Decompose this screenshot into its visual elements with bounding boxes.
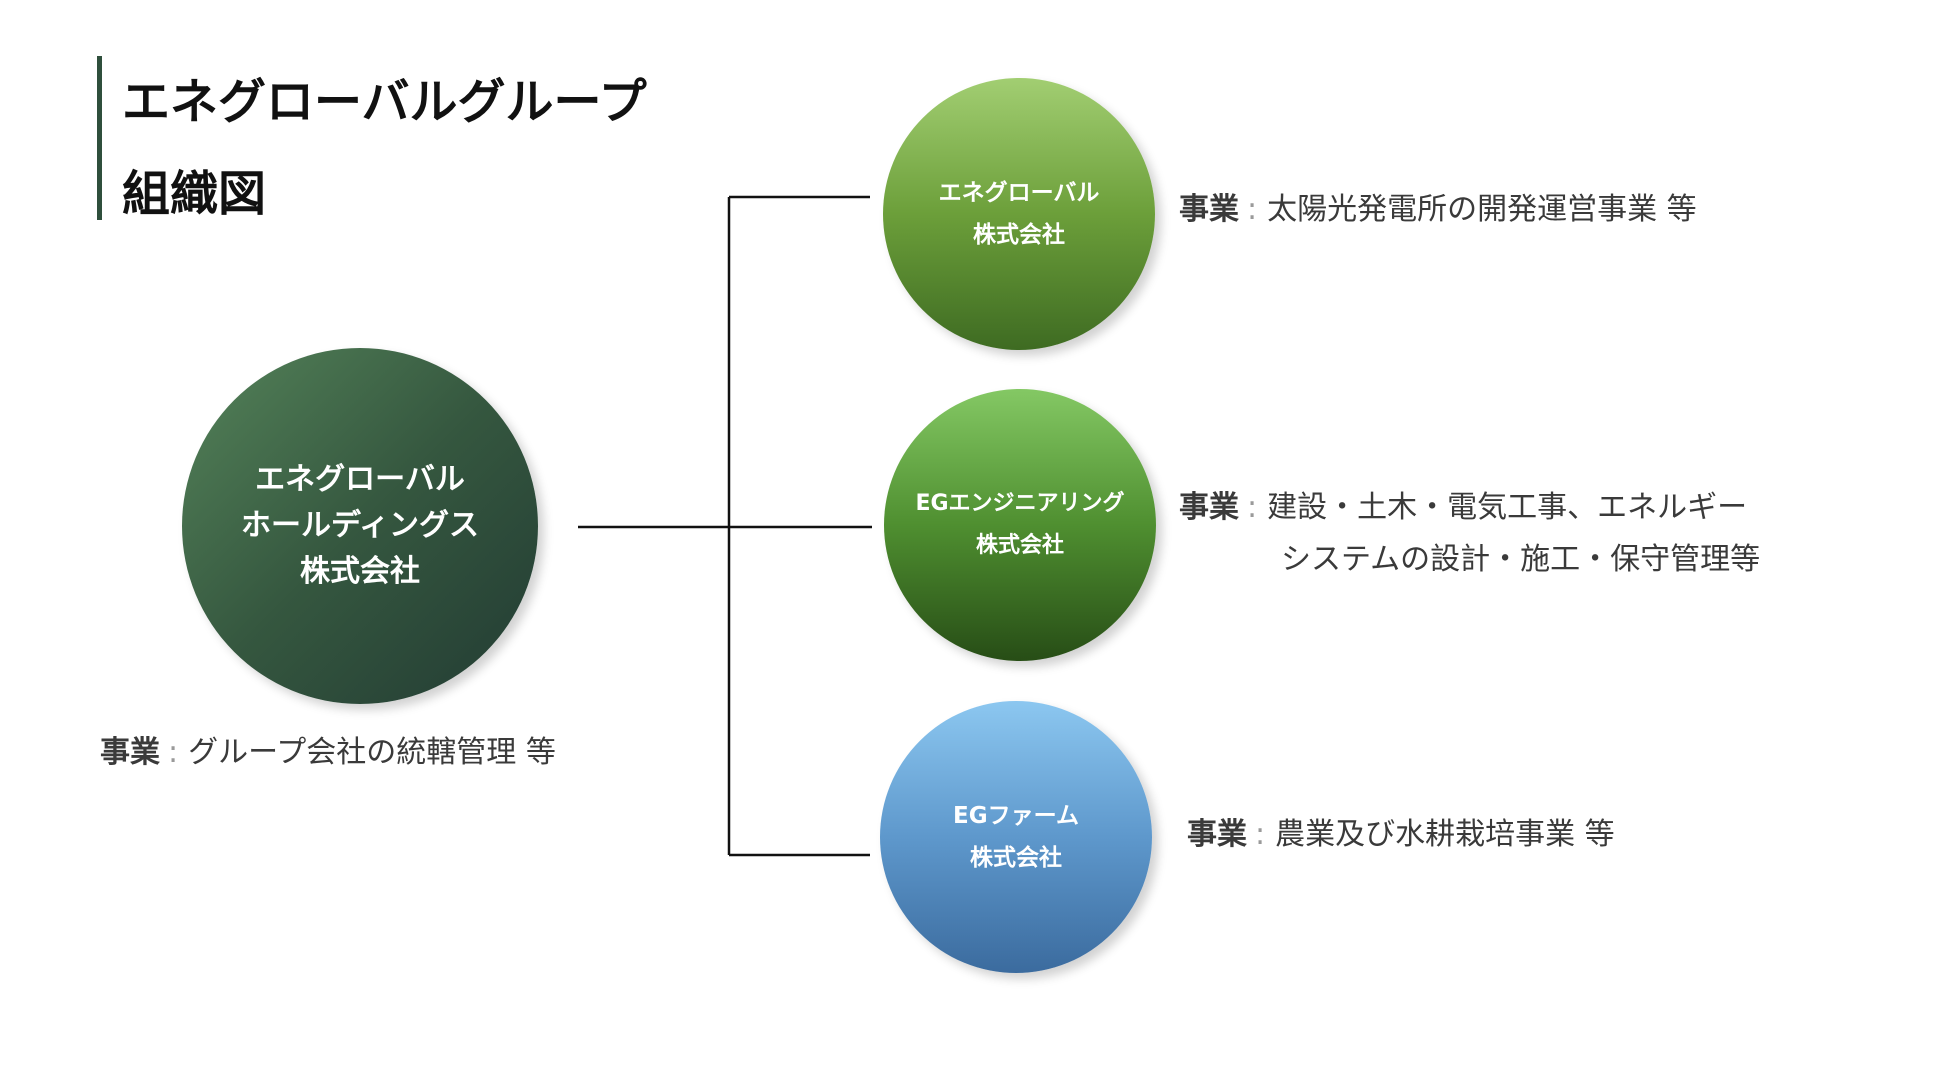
parent-name-line-2: ホールディングス <box>241 508 479 543</box>
child-company-node-1: エネグローバル 株式会社 <box>883 78 1155 350</box>
parent-company-node: エネグローバル ホールディングス 株式会社 <box>182 348 538 704</box>
parent-name-line-1: エネグローバル <box>255 462 465 497</box>
business-label: 事業 <box>1179 490 1239 525</box>
child-2-business-text-2: システムの設計・施工・保守管理等 <box>1281 542 1761 577</box>
business-label: 事業 <box>1187 817 1247 852</box>
child-3-name-line-1: EGファーム <box>953 803 1079 829</box>
child-company-node-2: EGエンジニアリング 株式会社 <box>884 389 1156 661</box>
business-separator: : <box>1247 192 1258 227</box>
parent-business: 事業: グループ会社の統轄管理 等 <box>100 738 556 768</box>
business-separator: : <box>1255 817 1266 852</box>
child-3-business: 事業: 農業及び水耕栽培事業 等 <box>1187 820 1615 850</box>
child-1-name-line-1: エネグローバル <box>938 180 1100 206</box>
child-company-node-3: EGファーム 株式会社 <box>880 701 1152 973</box>
business-label: 事業 <box>100 735 160 770</box>
child-2-name-line-1: EGエンジニアリング <box>915 491 1125 516</box>
page-title: エネグローバルグループ <box>122 74 647 130</box>
child-3-business-text: 農業及び水耕栽培事業 等 <box>1275 817 1615 852</box>
business-separator: : <box>1247 490 1258 525</box>
parent-name-line-3: 株式会社 <box>300 554 420 589</box>
parent-business-text: グループ会社の統轄管理 等 <box>188 735 556 770</box>
child-1-business: 事業: 太陽光発電所の開発運営事業 等 <box>1179 195 1697 225</box>
business-separator: : <box>168 735 179 770</box>
child-1-name-line-2: 株式会社 <box>973 222 1065 248</box>
child-1-business-text: 太陽光発電所の開発運営事業 等 <box>1267 192 1697 227</box>
child-2-business-text-1: 建設・土木・電気工事、エネルギー <box>1267 490 1748 525</box>
child-3-name-line-2: 株式会社 <box>970 845 1062 871</box>
page-subtitle: 組織図 <box>122 166 267 222</box>
child-2-business: 事業: 建設・土木・電気工事、エネルギー システムの設計・施工・保守管理等 <box>1179 493 1760 575</box>
business-label: 事業 <box>1179 192 1239 227</box>
child-2-name-line-2: 株式会社 <box>975 533 1064 558</box>
title-block: エネグローバルグループ 組織図 <box>97 56 647 220</box>
